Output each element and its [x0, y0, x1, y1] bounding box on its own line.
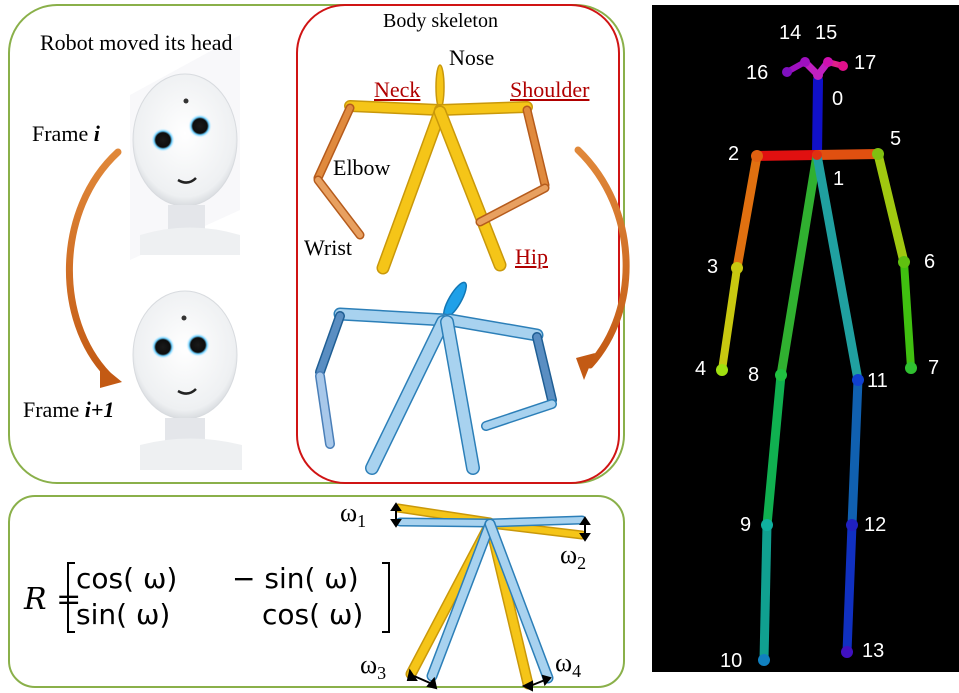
keypoint-label-6: 6 [924, 251, 936, 273]
omega-1-symbol: ω [340, 498, 358, 527]
hip-label: Hip [515, 244, 548, 269]
keypoint-label-0: 0 [832, 88, 844, 110]
rotation-lhs: R = [24, 582, 81, 617]
omega-2-symbol: ω [560, 540, 578, 569]
omega-3-sub: 3 [377, 663, 387, 684]
frame-i1-var: i+1 [84, 397, 115, 422]
arrowhead-right [576, 353, 595, 380]
arrowhead-left [100, 364, 122, 388]
frame-transition-arrow-right [574, 146, 630, 369]
robot-panel-title: Robot moved its head [40, 30, 233, 55]
keypoint-label-5: 5 [890, 128, 902, 150]
rotation-diagram [390, 502, 591, 692]
frame-transition-arrow-left [65, 148, 122, 379]
omega-2-label: ω2 [560, 540, 586, 574]
skeleton-yellow [313, 64, 550, 275]
skeleton-blue [315, 281, 557, 475]
keypoint-label-17: 17 [854, 52, 877, 74]
frame-i-var: i [93, 121, 100, 146]
shoulder-label: Shoulder [510, 77, 590, 102]
matrix-brackets [67, 562, 390, 633]
frame-i-label: Frame i [32, 121, 100, 147]
robot-head-frame-i1 [132, 290, 242, 470]
keypoint-label-11: 11 [867, 370, 888, 392]
keypoint-label-9: 9 [740, 514, 752, 536]
keypoint-label-1: 1 [833, 168, 845, 190]
matrix-m22: cos( ω) [262, 598, 364, 631]
keypoint-label-2: 2 [728, 143, 740, 165]
keypoint-label-12: 12 [864, 514, 887, 536]
skeleton-panel-title: Body skeleton [383, 10, 498, 32]
keypoint-label-14: 14 [779, 22, 802, 44]
matrix-m21: sin( ω) [76, 598, 171, 631]
matrix-m12: − sin( ω) [232, 562, 359, 595]
frame-i1-label: Frame i+1 [23, 397, 114, 423]
robot-head-frame-i [130, 35, 240, 260]
keypoint-label-15: 15 [815, 22, 838, 44]
omega-3-symbol: ω [360, 650, 378, 679]
omega-4-label: ω4 [555, 648, 581, 682]
omega-4-symbol: ω [555, 648, 573, 677]
wrist-label: Wrist [304, 235, 352, 260]
keypoint-label-16: 16 [746, 62, 769, 84]
keypoint-label-13: 13 [862, 640, 885, 662]
keypoint-label-10: 10 [720, 650, 743, 672]
rotation-r-symbol: R = [24, 582, 82, 617]
frame-i1-text: Frame [23, 397, 85, 422]
elbow-label: Elbow [333, 155, 391, 180]
omega-2-sub: 2 [577, 553, 587, 574]
keypoint-label-3: 3 [707, 256, 719, 278]
omega-3-label: ω3 [360, 650, 386, 684]
openpose-skeleton [716, 57, 917, 666]
keypoint-label-8: 8 [748, 364, 760, 386]
omega-1-label: ω1 [340, 498, 366, 532]
omega-4-sub: 4 [572, 661, 582, 682]
omega-1-sub: 1 [357, 511, 367, 532]
nose-label: Nose [449, 45, 495, 70]
keypoint-label-4: 4 [695, 358, 707, 380]
keypoint-label-7: 7 [928, 357, 940, 379]
matrix-m11: cos( ω) [76, 562, 178, 595]
frame-i-text: Frame [32, 121, 94, 146]
neck-label: Neck [374, 77, 421, 102]
rotation-panel-border [8, 495, 625, 688]
